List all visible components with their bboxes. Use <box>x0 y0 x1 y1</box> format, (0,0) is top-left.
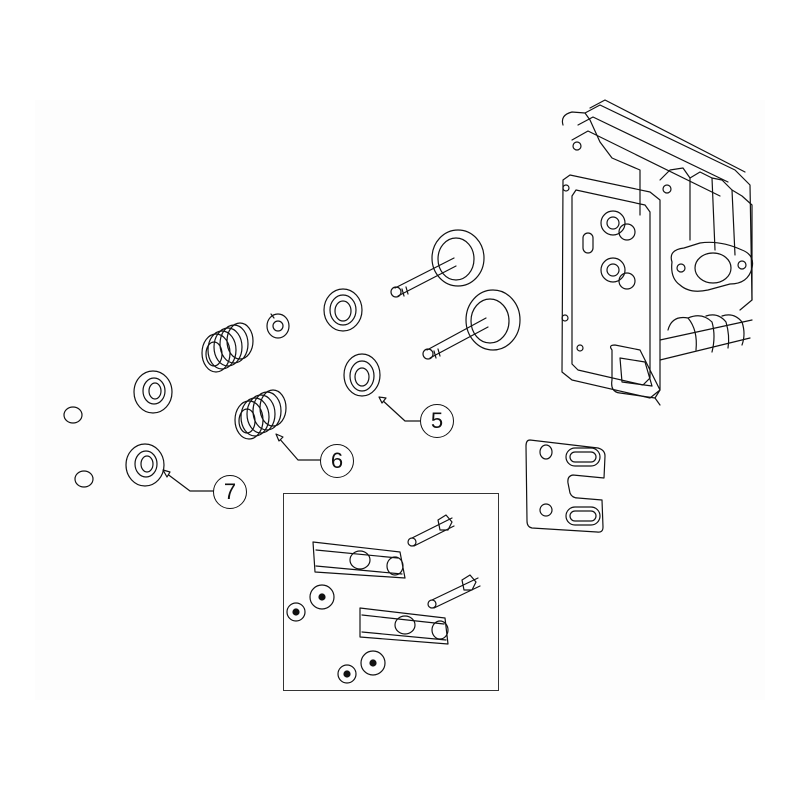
valve-stem-seal <box>323 288 381 397</box>
callout-5: 5 <box>420 404 454 438</box>
exhaust-valve <box>422 289 521 360</box>
callout-6: 6 <box>320 444 354 478</box>
rocker-arm-assembly <box>286 514 481 684</box>
head-gasket <box>525 439 606 533</box>
valve-spring <box>201 322 287 440</box>
leader-lines <box>162 396 421 492</box>
rocker-arm-inset-box <box>283 493 499 691</box>
intake-valve <box>390 229 485 298</box>
diagram-panel <box>35 100 765 700</box>
valve-cap <box>63 406 94 488</box>
callout-7: 7 <box>213 475 247 509</box>
cylinder-head <box>561 99 754 406</box>
valve-keeper <box>266 313 290 339</box>
valve-spring-retainer <box>125 370 173 487</box>
